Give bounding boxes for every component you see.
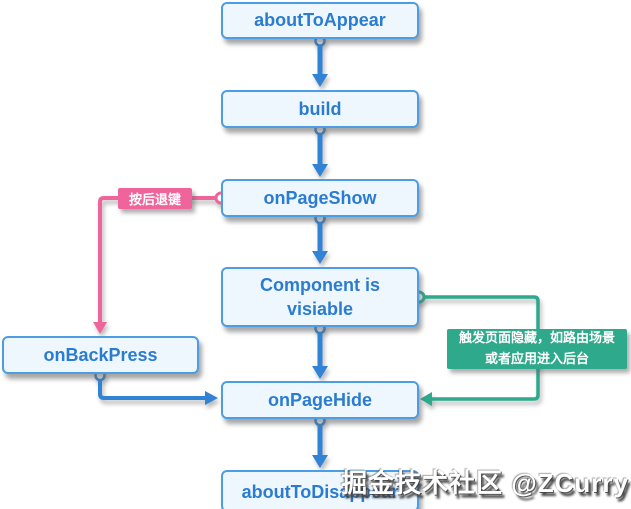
edge-label-page-hide-line2: 或者应用进入后台 bbox=[484, 351, 589, 366]
arrowhead-right-icon bbox=[205, 391, 218, 405]
edge-onPageShow-to-onBackPress bbox=[93, 191, 228, 334]
arrowhead-down-icon bbox=[312, 366, 328, 379]
edge-onBackPress-to-onPageHide bbox=[94, 369, 218, 405]
edge-label-page-hide-line1: 触发页面隐藏，如路由场景 bbox=[458, 330, 615, 346]
node-aboutToDisappear: aboutToDisappear bbox=[221, 470, 419, 509]
arrowhead-down-icon bbox=[312, 74, 328, 87]
node-component-is-visiable: Component is visiable bbox=[221, 267, 419, 327]
node-onPageShow: onPageShow bbox=[221, 179, 419, 217]
edge-build-to-onPageShow bbox=[312, 123, 328, 177]
watermark: 掘金技术社区 @ZCurry bbox=[341, 468, 629, 498]
arrowhead-down-icon bbox=[312, 455, 328, 468]
node-onBackPress: onBackPress bbox=[2, 336, 199, 374]
edge-onPageHide-to-aboutToDisappear bbox=[312, 414, 328, 468]
edge-line bbox=[98, 196, 219, 323]
arrowhead-down-icon bbox=[93, 322, 107, 334]
edge-onPageShow-to-componentVisible bbox=[312, 212, 328, 264]
node-onPageHide: onPageHide bbox=[221, 381, 419, 419]
edge-aboutToAppear-to-build bbox=[312, 35, 328, 87]
edge-line bbox=[98, 380, 205, 400]
node-build: build bbox=[221, 90, 419, 128]
edge-label-page-hide: 触发页面隐藏，如路由场景 或者应用进入后台 bbox=[447, 329, 627, 369]
arrowhead-left-icon bbox=[420, 392, 432, 406]
arrowhead-down-icon bbox=[312, 164, 328, 177]
edge-componentVisible-to-onPageHide bbox=[312, 322, 328, 379]
node-aboutToAppear: aboutToAppear bbox=[221, 2, 419, 39]
edge-label-back-key: 按后退键 bbox=[118, 188, 192, 209]
arrowhead-down-icon bbox=[312, 251, 328, 264]
